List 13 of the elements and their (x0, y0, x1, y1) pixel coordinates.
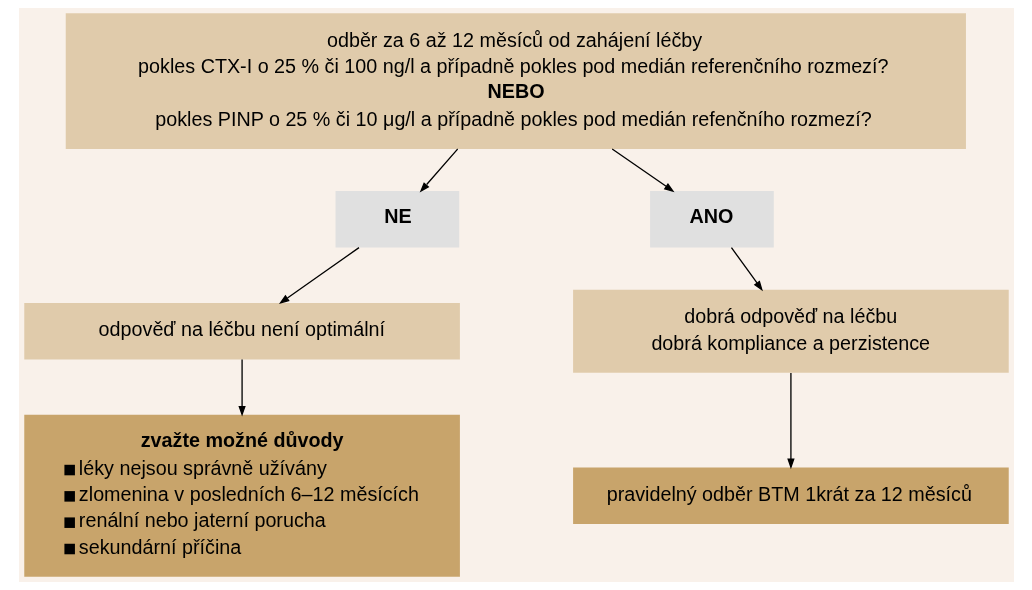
arrow (419, 148, 458, 193)
node-box: odpověď na léčbu není optimální (23, 302, 460, 360)
arrow (786, 372, 795, 470)
arrow (237, 358, 246, 417)
node-box: zvažte možné důvody léky nejsou správně užívány zlomenina v posledních 6–12 měsících renální nebo jaterní porucha sekundární příčina (23, 414, 460, 577)
arrow (278, 247, 360, 304)
node-box: pravidelný odběr BTM 1krát za 12 měsíců (572, 467, 1009, 524)
node-box: odběr za 6 až 12 měsíců od zahájení léčby pokles CTX-I o 25 % či 100 ng/l a případně pokles pod medián referenčního rozmezí? NEBO pokles PINP o 25 % či 10 μg/l a případně pokles pod medián refenčního rozmezí? (65, 13, 966, 149)
node-box: dobrá odpověď na léčbu dobrá kompliance a perzistence (572, 289, 1009, 373)
node-box: ANO (649, 191, 774, 248)
arrow (611, 148, 674, 193)
arrow (730, 247, 763, 292)
node-box: NE (335, 191, 459, 248)
